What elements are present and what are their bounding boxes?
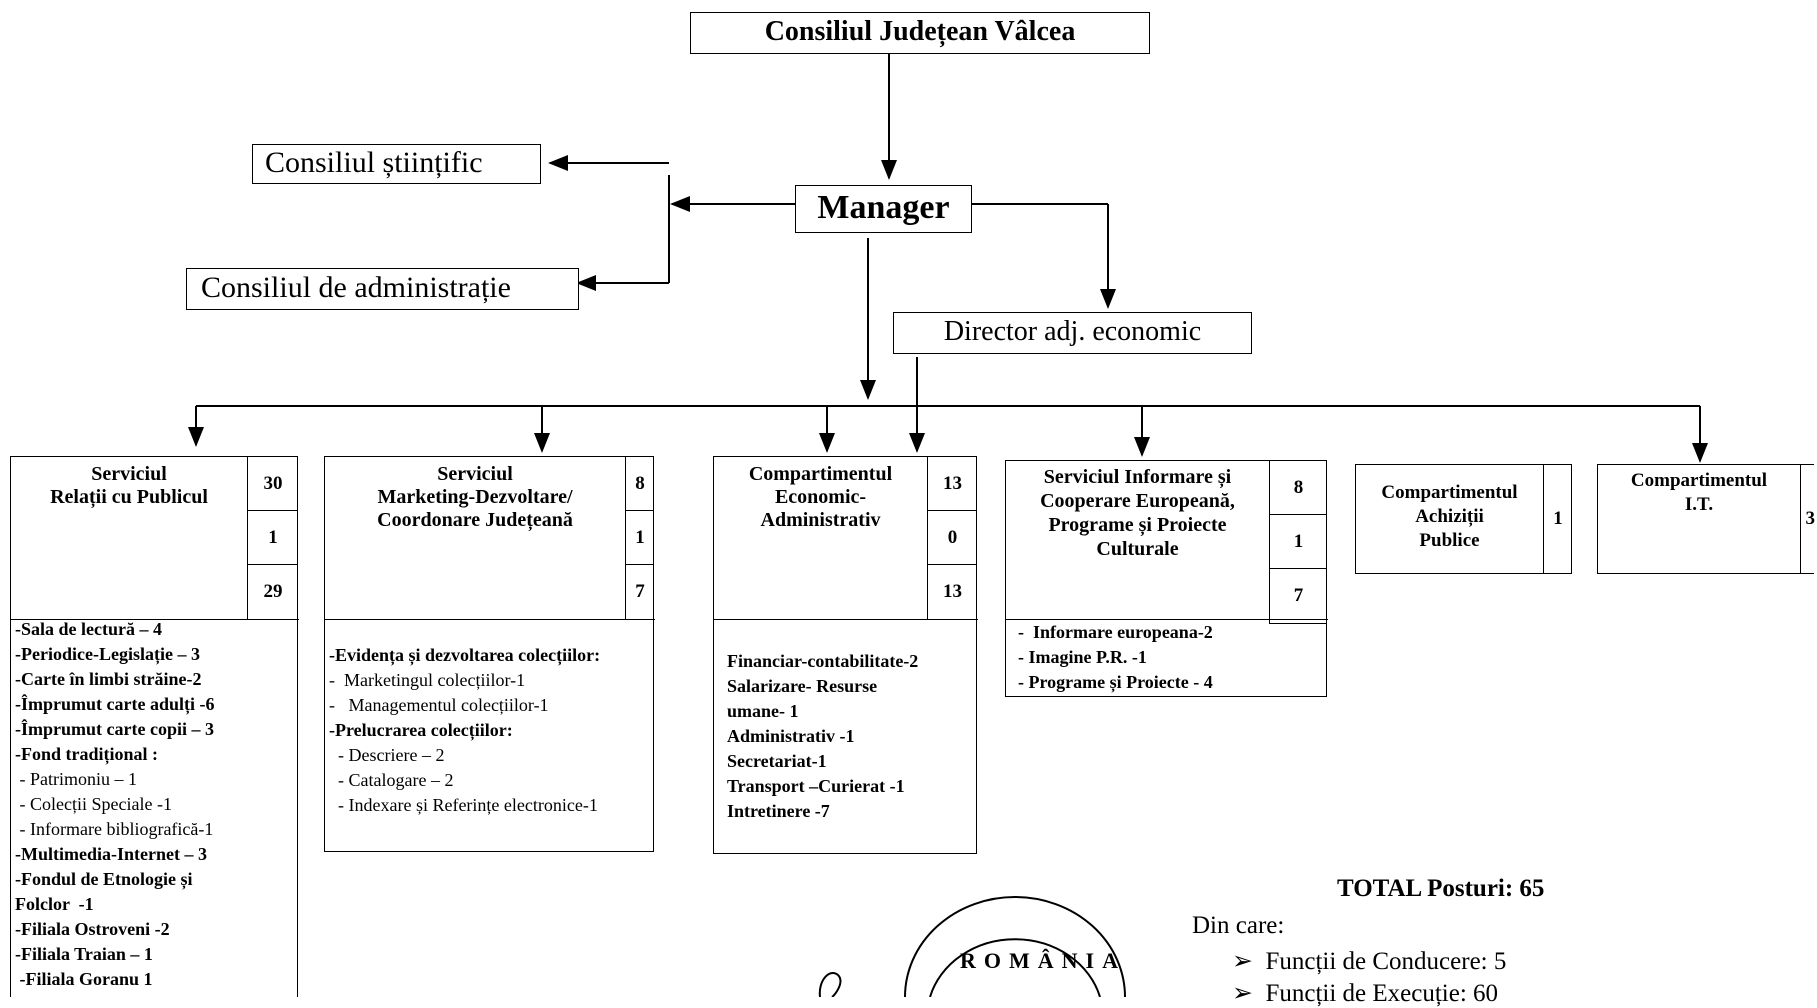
dept-item: -Filiala Traian – 1 (15, 944, 153, 964)
dept-items: -Evidența și dezvoltarea colecțiilor: - M… (329, 643, 600, 818)
dept-item: - Informare europeana-2 (1018, 622, 1213, 642)
dept-item: - Colecții Speciale -1 (15, 794, 172, 814)
dept-title: Serviciul Relații cu Publicul (50, 463, 208, 508)
count-execution: 7 (1293, 585, 1304, 606)
dept-marketing: Serviciul Marketing-Dezvoltare/ Coordona… (324, 456, 655, 852)
dept-item: -Filiala Ostroveni -2 (15, 919, 170, 939)
dept-item: Secretariat-1 (727, 751, 827, 771)
dept-economic-administrativ: Compartimentul Economic- Administrativ 1… (713, 456, 978, 854)
count-total: 8 (1270, 461, 1327, 515)
dept-counts: 1 (1543, 465, 1572, 573)
stamp-icon: ROMÂNIA (904, 896, 1126, 997)
dept-item: - Programe și Proiecte - 4 (1018, 672, 1213, 692)
dept-item: -Filiala Goranu 1 (15, 969, 153, 989)
count-leadership: 0 (928, 511, 977, 565)
top-box: Consiliul Județean Vâlcea (690, 12, 1150, 54)
dept-item: Administrativ -1 (727, 726, 855, 746)
dept-item: -Împrumut carte copii – 3 (15, 719, 214, 739)
dept-item: - Managementul colecțiilor-1 (329, 695, 549, 715)
dept-counts: 8 1 7 (1269, 461, 1327, 624)
dept-item: Intretinere -7 (727, 801, 830, 821)
total-item-conducere: ➢ Funcții de Conducere: 5 (1232, 948, 1507, 975)
count-leadership: 1 (248, 511, 298, 565)
dept-item: -Prelucrarea colecțiilor: (329, 720, 513, 740)
dept-title: Compartimentul Achiziții Publice (1381, 482, 1518, 551)
dept-item: Folclor -1 (15, 894, 94, 914)
count-leadership: 1 (626, 511, 654, 565)
count-total: 1 (1553, 508, 1563, 529)
manager-title: Manager (817, 189, 950, 226)
top-title: Consiliul Județean Vâlcea (764, 16, 1076, 47)
dept-item: -Fondul de Etnologie și (15, 869, 193, 889)
count-execution: 13 (943, 581, 962, 602)
bullet-arrow-icon: ➢ (1232, 948, 1266, 975)
dept-item: - Patrimoniu – 1 (15, 769, 138, 789)
dept-it: Compartimentul I.T. 3 (1597, 464, 1815, 574)
bullet-arrow-icon: ➢ (1232, 980, 1266, 1007)
dept-item: - Catalogare – 2 (329, 770, 454, 790)
dept-counts: 3 (1800, 465, 1815, 573)
count-execution: 7 (635, 581, 645, 602)
total-sub: Din care: (1192, 912, 1285, 939)
dept-item: -Evidența și dezvoltarea colecțiilor: (329, 645, 601, 665)
signature (818, 972, 842, 997)
count-total: 3 (1805, 508, 1816, 529)
dept-item: -Carte în limbi străine-2 (15, 669, 202, 689)
count-total: 13 (928, 457, 977, 511)
dept-achizitii: Compartimentul Achiziții Publice 1 (1355, 464, 1572, 574)
director-label: Director adj. economic (943, 316, 1202, 347)
council-admin-box: Consiliul de administrație (186, 268, 579, 310)
total-title: TOTAL Posturi: 65 (1337, 875, 1545, 902)
dept-informare-cooperare: Serviciul Informare și Cooperare Europea… (1005, 460, 1328, 697)
dept-item: - Descriere – 2 (329, 745, 445, 765)
council-admin-label: Consiliul de administrație (201, 271, 511, 304)
council-science-box: Consiliul științific (252, 144, 541, 184)
dept-item: - Marketingul colecțiilor-1 (329, 670, 526, 690)
dept-counts: 13 0 13 (927, 457, 977, 620)
dept-items: -Sala de lectură – 4 -Periodice-Legislați… (15, 617, 214, 992)
council-science-label: Consiliul științific (265, 146, 483, 179)
dept-relatii-publicul: Serviciul Relații cu Publicul 30 1 29 -S… (10, 456, 299, 997)
dept-item: -Multimedia-Internet – 3 (15, 844, 207, 864)
dept-title: Serviciul Marketing-Dezvoltare/ Coordona… (377, 463, 573, 531)
count-total: 30 (248, 457, 298, 511)
dept-item: - Indexare și Referințe electronice-1 (329, 795, 598, 815)
count-total: 8 (626, 457, 654, 511)
dept-item: Financiar-contabilitate-2 (727, 651, 919, 671)
total-item-executie: ➢ Funcții de Execuție: 60 (1232, 980, 1499, 1007)
dept-item: -Sala de lectură – 4 (15, 619, 162, 639)
dept-item: Transport –Curierat -1 (727, 776, 905, 796)
manager-box: Manager (795, 185, 972, 233)
dept-item: - Imagine P.R. -1 (1018, 647, 1147, 667)
dept-item: Salarizare- Resurse (727, 676, 878, 696)
dept-items: - Informare europeana-2 - Imagine P.R. -1… (1018, 620, 1213, 695)
dept-counts: 30 1 29 (247, 457, 298, 620)
dept-item: -Împrumut carte adulți -6 (15, 694, 215, 714)
count-execution: 29 (263, 581, 283, 602)
dept-title: Compartimentul Economic- Administrativ (748, 463, 893, 531)
dept-item: - Informare bibliografică-1 (15, 819, 214, 839)
dept-item: -Periodice-Legislație – 3 (15, 644, 200, 664)
stamp-text: ROMÂNIA (960, 948, 1126, 973)
dept-counts: 8 1 7 (625, 457, 654, 620)
count-leadership: 1 (1270, 515, 1327, 569)
dept-item: umane- 1 (727, 701, 799, 721)
dept-title: Serviciul Informare și Cooperare Europea… (1040, 466, 1235, 560)
dept-title: Compartimentul I.T. (1630, 470, 1768, 515)
dept-item: -Fond tradițional : (15, 744, 159, 764)
director-box: Director adj. economic (893, 312, 1252, 354)
